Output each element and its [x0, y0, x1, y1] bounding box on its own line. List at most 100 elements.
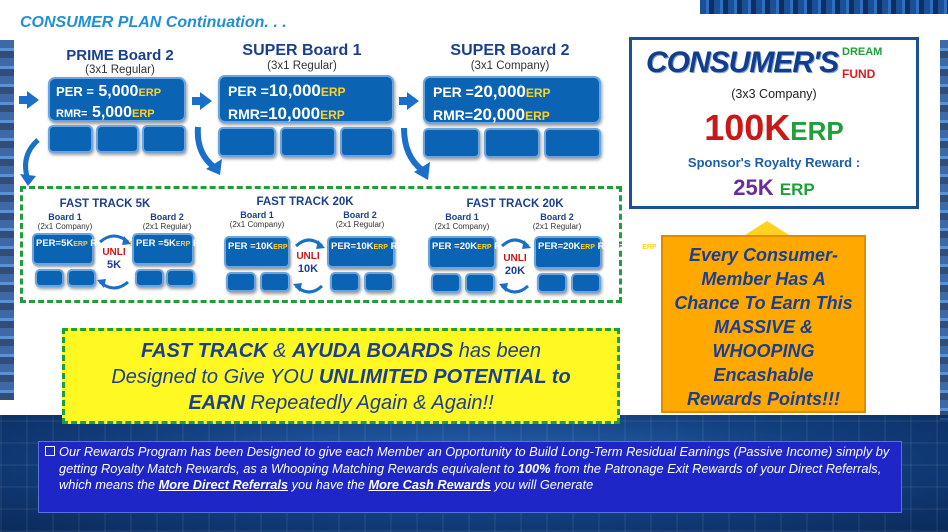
- cycle-arrow-icon: [97, 234, 131, 290]
- info-text: from the Patronage Exit Rewards of your …: [59, 460, 882, 493]
- board-header-super-1: SUPER Board 1 (3x1 Regular): [222, 42, 382, 72]
- fast-track-title: FAST TRACK 20K: [256, 196, 354, 208]
- ft-board-2-sub: (2x1 Regular): [142, 222, 192, 231]
- erp-unit: ERP: [373, 244, 388, 251]
- slot-box: [330, 272, 360, 292]
- board-subtitle: (3x1 Company): [470, 60, 550, 72]
- slot-box: [537, 273, 567, 293]
- royalty-label: Sponsor's Royalty Reward :: [687, 155, 861, 170]
- promo-line: Member Has A: [701, 269, 826, 289]
- slot-box: [423, 128, 480, 158]
- board-header-prime-2: PRIME Board 2 (3x1 Regular): [50, 47, 190, 76]
- erp-unit: ERP: [320, 108, 345, 122]
- erp-unit: ERP: [525, 109, 550, 123]
- slot-box: [260, 272, 290, 292]
- slot-box: [484, 128, 540, 158]
- promo-box: Every Consumer- Member Has A Chance To E…: [661, 235, 866, 413]
- arrow-right-icon: [399, 92, 419, 110]
- ft-board-2-panel: PER=10KERP RMR=10KERP: [327, 236, 450, 268]
- info-text: you will Generate: [490, 477, 594, 492]
- per-value: 5,000: [98, 83, 139, 100]
- promo-line: MASSIVE &: [713, 317, 814, 337]
- rmr-value: RMR=5K: [90, 238, 130, 249]
- ft-board-1-panel: PER =20KERP RMR=20KERP: [428, 236, 553, 269]
- consumers-logo: CONSUMER'S: [646, 46, 839, 79]
- erp-unit: ERP: [73, 241, 88, 248]
- slot-box: [67, 269, 96, 287]
- ft-board-2-panel: PER =5KERP RMR=5KERP: [132, 233, 247, 265]
- rmr-value: RMR=10K: [290, 241, 335, 252]
- per-value: PER =10K: [228, 241, 274, 252]
- board-panel-super-2: PER =20,000ERP RMR=20,000ERP: [423, 76, 601, 124]
- per-value: PER=5K: [36, 238, 74, 249]
- slot-box: [226, 272, 256, 292]
- dream-fund-box: CONSUMER'S DREAM FUND (3x3 Company) 100K…: [629, 37, 919, 209]
- cycle-arrow-icon: [499, 238, 531, 294]
- board-subtitle: (3x1 Regular): [85, 64, 155, 76]
- curved-arrow-down-icon: [401, 127, 430, 180]
- rmr-value: RMR=20K: [597, 241, 643, 252]
- promo-line: WHOOPING: [712, 341, 815, 361]
- cycle-arrow-icon: [293, 238, 325, 294]
- slot-box: [35, 269, 64, 287]
- ft-board-1-panel: PER=5KERP RMR=5KERP: [32, 233, 144, 265]
- board-subtitle: (3x1 Regular): [267, 60, 337, 72]
- erp-unit: ERP: [779, 180, 815, 199]
- info-more-cash-rewards: More Cash Rewards: [368, 477, 491, 492]
- circuit-decoration-left: [0, 40, 14, 400]
- erp-unit: ERP: [525, 86, 551, 100]
- board-name: PRIME Board 2: [66, 47, 174, 64]
- board-header-super-2: SUPER Board 2 (3x1 Company): [430, 42, 590, 72]
- per-label: PER =: [56, 84, 94, 99]
- checkbox-icon: [45, 446, 55, 456]
- unli-text: UNLI: [102, 247, 126, 258]
- rmr-label: RMR=: [433, 107, 474, 123]
- msg-repeatedly: Repeatedly Again & Again!!: [244, 392, 494, 414]
- ft-board-2-sub: (2x1 Regular): [532, 222, 582, 231]
- rmr-value: 5,000: [91, 104, 132, 121]
- board-panel-prime-2: PER = 5,000ERP RMR= 5,000ERP: [48, 77, 186, 122]
- per-value: 10,000: [268, 81, 321, 100]
- erp-unit: ERP: [790, 116, 844, 146]
- fast-track-area: [20, 186, 622, 303]
- circuit-decoration-top: [700, 0, 948, 14]
- erp-unit: ERP: [580, 244, 595, 251]
- up-arrow-icon: [745, 221, 789, 235]
- dream-label: DREAM: [842, 46, 883, 58]
- erp-unit: ERP: [642, 244, 657, 251]
- ft-board-2-panel: PER=20KERP RMR=20KERP: [534, 236, 657, 269]
- info-percent: 100%: [517, 460, 551, 476]
- unli-text: UNLI: [296, 251, 320, 262]
- page-title: CONSUMER PLAN Continuation. . .: [20, 14, 287, 31]
- curved-arrow-down-icon: [20, 138, 40, 186]
- erp-unit: ERP: [131, 108, 155, 120]
- slot-box: [280, 127, 336, 157]
- msg-earn: EARN: [188, 392, 245, 414]
- slot-box: [340, 127, 394, 157]
- ft-board-1-sub: (2x1 Company): [229, 220, 285, 229]
- royalty-amount-value: 25K: [733, 175, 774, 200]
- slot-box: [48, 125, 93, 153]
- unli-label: UNLI 5K: [98, 246, 130, 272]
- per-value: PER =5K: [136, 238, 176, 249]
- ft-board-1-panel: PER =10KERP RMR=10KERP: [224, 236, 349, 268]
- per-value: PER =20K: [432, 241, 478, 252]
- msg-unlimited: UNLIMITED POTENTIAL to: [318, 366, 571, 388]
- ft-board-2-label: Board 2: [540, 212, 574, 222]
- royalty-amount: 25K ERP: [632, 175, 916, 201]
- ft-board-1-label: Board 1: [445, 212, 479, 222]
- board-panel-super-1: PER =10,000ERP RMR=10,000ERP: [218, 75, 394, 123]
- unli-amount: 20K: [504, 265, 526, 277]
- board-name: SUPER Board 2: [450, 42, 570, 59]
- slot-box: [431, 273, 461, 293]
- erp-unit: ERP: [320, 85, 346, 99]
- slot-box: [364, 272, 394, 292]
- rmr-label: RMR=: [56, 108, 88, 120]
- unli-amount: 5K: [106, 259, 122, 271]
- erp-unit: ERP: [138, 87, 162, 99]
- slot-box: [142, 125, 186, 153]
- ft-board-1-label: Board 1: [48, 212, 82, 222]
- rmr-value: RMR=20K: [494, 241, 539, 252]
- msg-fast-track: FAST TRACK: [140, 340, 268, 362]
